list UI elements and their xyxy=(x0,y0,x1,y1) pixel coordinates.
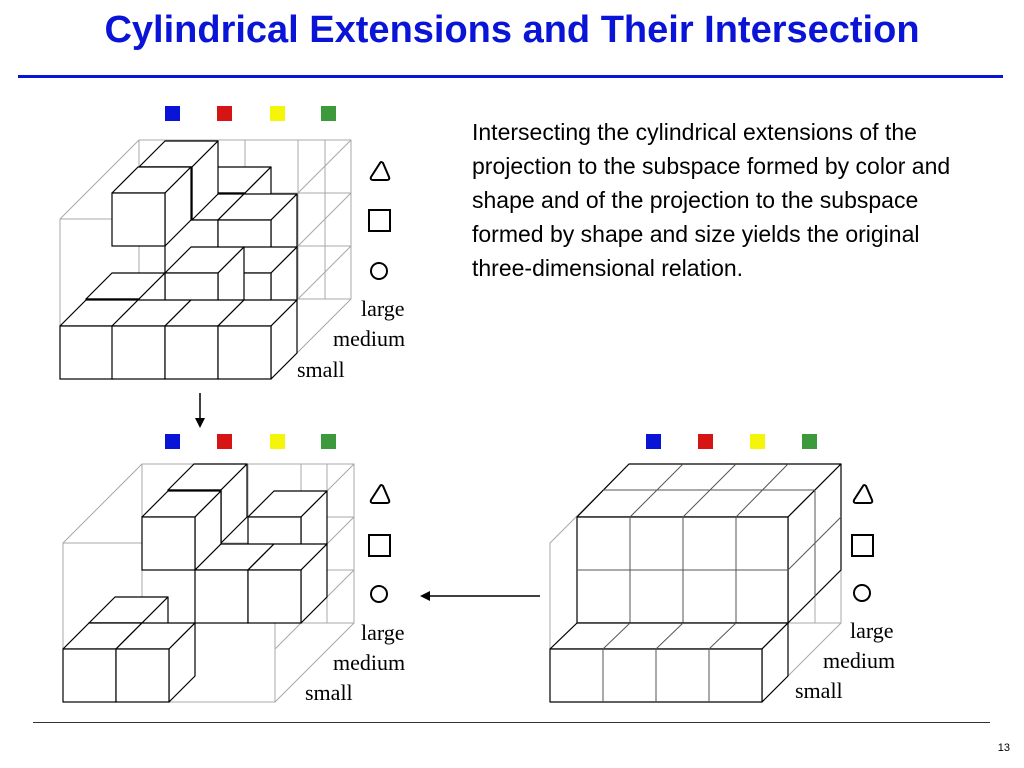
size-label-small: small xyxy=(305,680,353,705)
diagram-original xyxy=(59,139,352,380)
left-arrow-icon xyxy=(420,591,540,601)
square-icon xyxy=(368,209,391,232)
square-icon xyxy=(851,534,874,557)
size-label-small: small xyxy=(795,678,843,703)
yellow-swatch xyxy=(750,434,765,449)
triangle-icon xyxy=(852,484,874,504)
color-legend-bottom-right xyxy=(646,434,817,449)
yellow-swatch xyxy=(270,106,285,121)
title-underline xyxy=(18,75,1003,78)
triangle-icon xyxy=(369,161,391,181)
shape-legend-top xyxy=(368,161,391,280)
circle-icon xyxy=(370,585,388,603)
blue-swatch xyxy=(165,434,180,449)
size-label-medium: medium xyxy=(333,650,405,675)
diagram-intersection xyxy=(62,463,355,703)
size-label-small: small xyxy=(297,357,345,382)
footer-divider xyxy=(33,722,990,723)
red-swatch xyxy=(698,434,713,449)
blue-swatch xyxy=(165,106,180,121)
square-icon xyxy=(368,534,391,557)
red-swatch xyxy=(217,106,232,121)
color-legend-top xyxy=(165,106,336,121)
triangle-icon xyxy=(369,484,391,504)
blue-swatch xyxy=(646,434,661,449)
size-label-large: large xyxy=(850,618,894,643)
circle-icon xyxy=(370,262,388,280)
size-label-large: large xyxy=(361,620,405,645)
color-legend-bottom-left xyxy=(165,434,336,449)
page-number: 13 xyxy=(997,742,1010,754)
green-swatch xyxy=(802,434,817,449)
description-text: Intersecting the cylindrical extensions … xyxy=(472,119,951,281)
down-arrow-icon xyxy=(195,393,205,428)
circle-icon xyxy=(853,584,871,602)
size-label-medium: medium xyxy=(333,326,405,351)
red-swatch xyxy=(217,434,232,449)
yellow-swatch xyxy=(270,434,285,449)
green-swatch xyxy=(321,434,336,449)
slide-title: Cylindrical Extensions and Their Interse… xyxy=(104,9,920,51)
green-swatch xyxy=(321,106,336,121)
size-label-large: large xyxy=(361,296,405,321)
shape-legend-bottom-left xyxy=(368,484,391,603)
diagram-extension xyxy=(549,463,842,703)
size-label-medium: medium xyxy=(823,648,895,673)
shape-legend-bottom-right xyxy=(851,484,874,602)
